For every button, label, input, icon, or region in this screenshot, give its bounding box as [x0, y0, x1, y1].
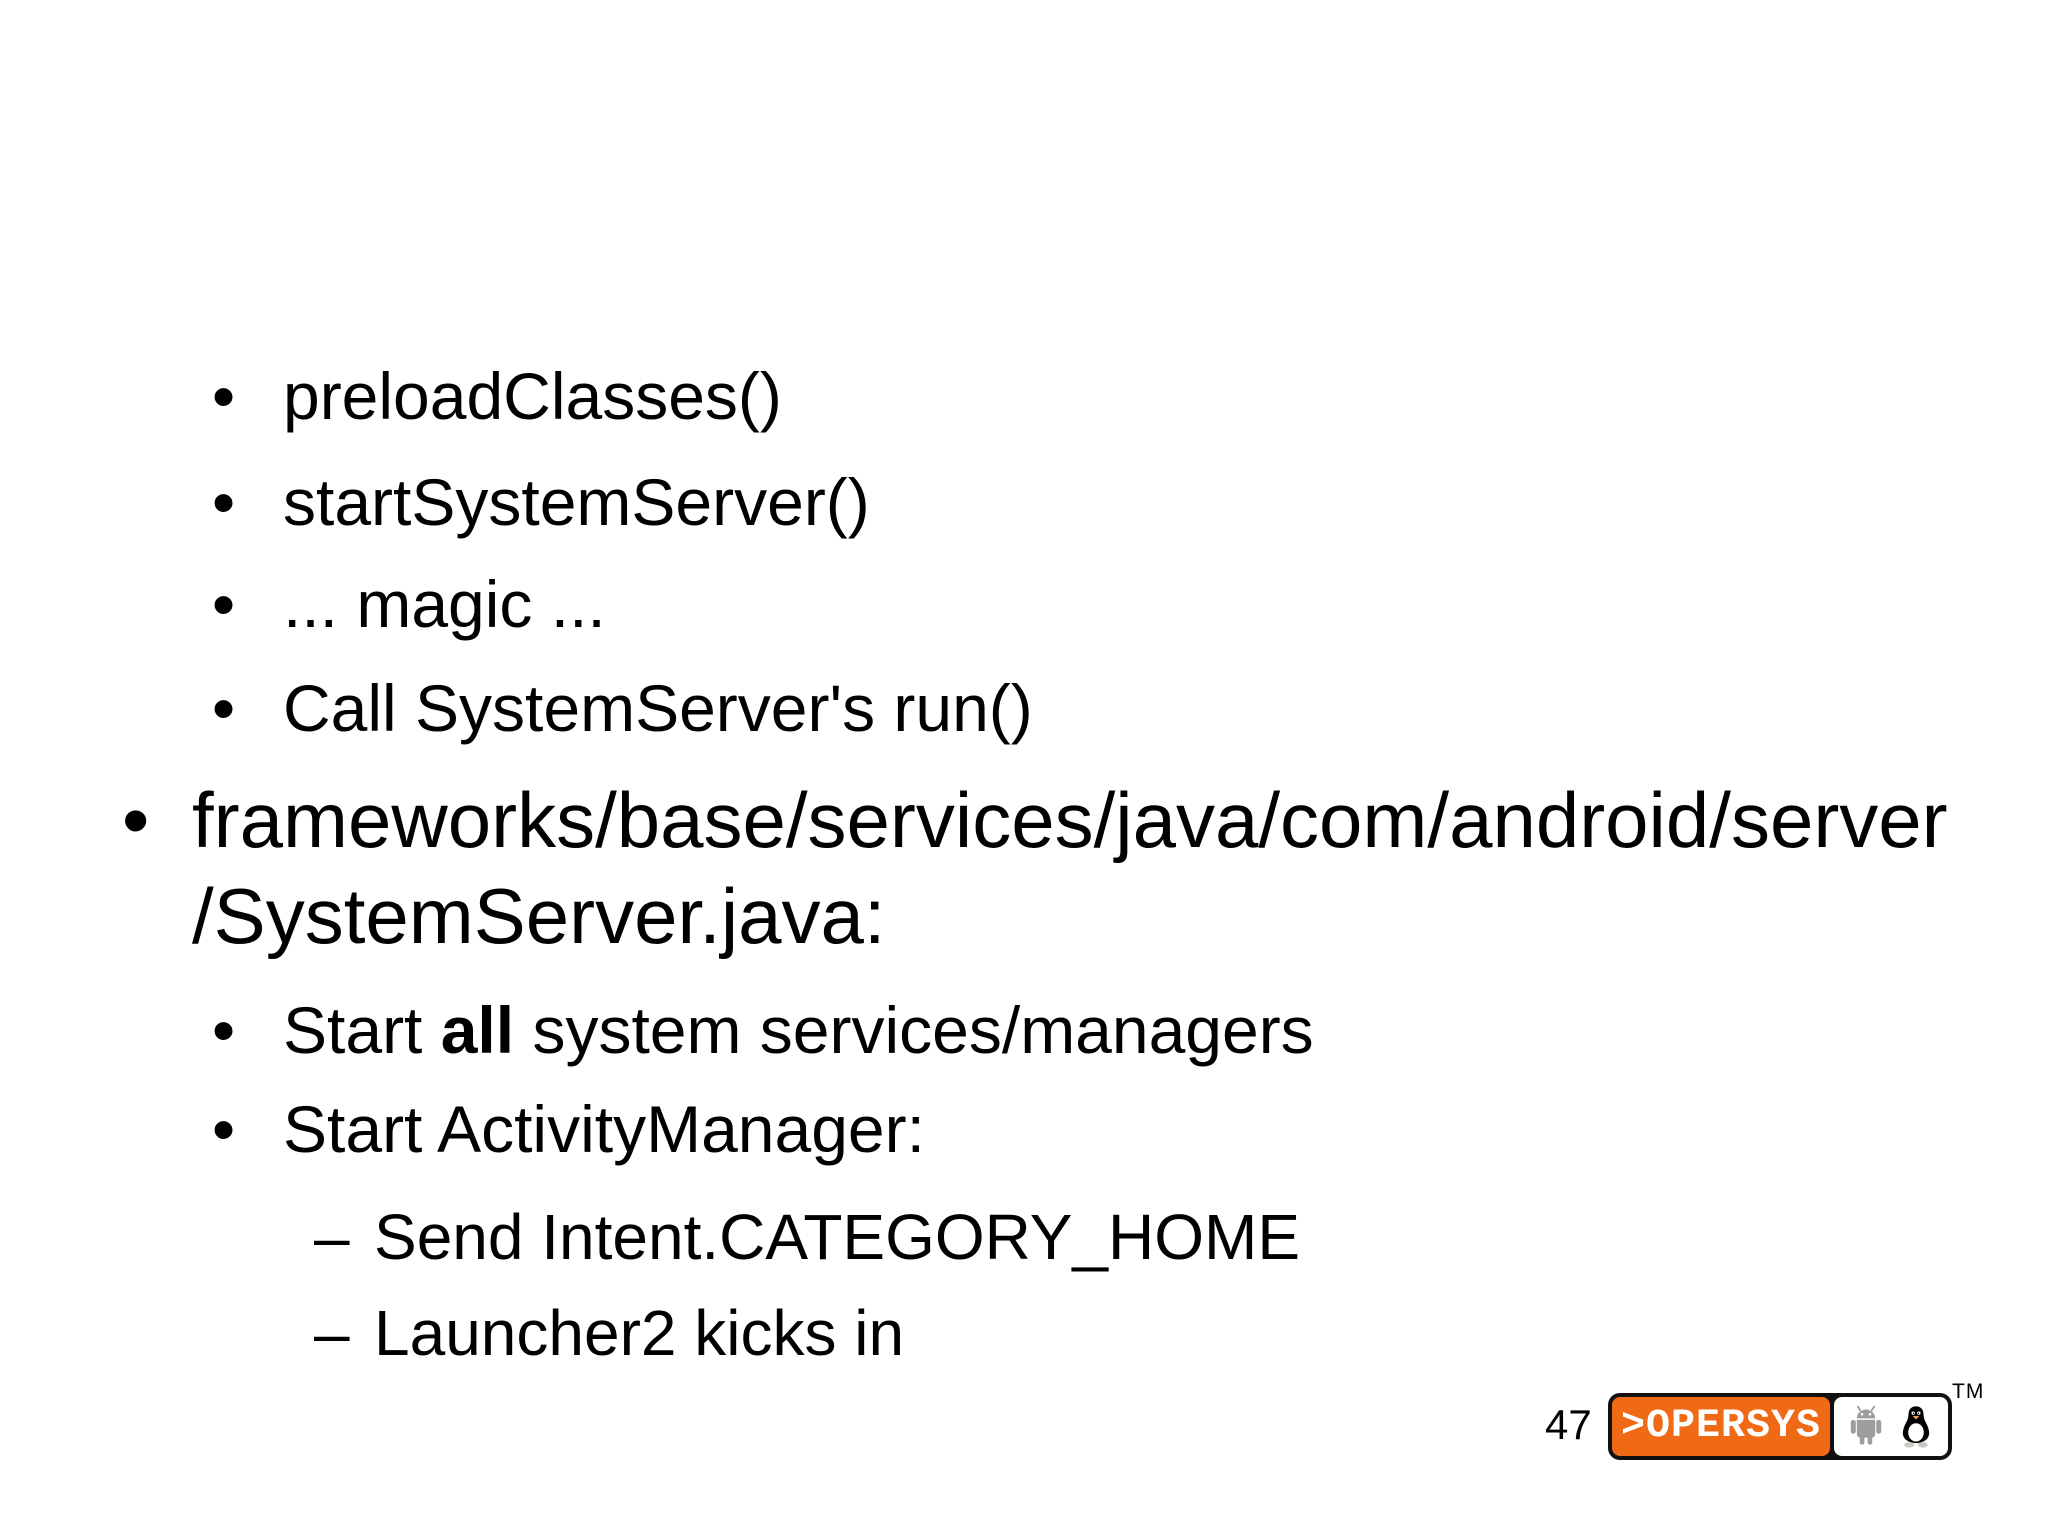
bullet-glyph: • [212, 1092, 236, 1166]
bullet-item-magic: • ... magic ... [212, 566, 606, 642]
path-text: frameworks/base/services/java/com/androi… [192, 772, 1948, 964]
dash-glyph: – [314, 1201, 350, 1273]
opersys-wordmark: >OPERSYS [1620, 1403, 1822, 1449]
text-prefix: Start [283, 993, 441, 1067]
dash-text: Launcher2 kicks in [374, 1297, 905, 1369]
bullet-text: preloadClasses() [283, 359, 782, 433]
bullet-glyph: • [212, 993, 236, 1067]
bullet-item-startsystemserver: • startSystemServer() [212, 464, 870, 540]
page-number: 47 [1545, 1401, 1592, 1448]
opersys-logo: >OPERSYS [1608, 1393, 1952, 1460]
bullet-glyph: • [122, 776, 150, 864]
dash-text: Send Intent.CATEGORY_HOME [374, 1201, 1300, 1273]
android-icon [1850, 1405, 1882, 1445]
bullet-glyph: • [212, 465, 236, 539]
bullet-glyph: • [212, 359, 236, 433]
bullet-text: Start all system services/managers [283, 992, 1314, 1068]
bullet-item-start-activitymanager: • Start ActivityManager: [212, 1091, 925, 1167]
bullet-text: Call SystemServer's run() [283, 671, 1033, 745]
path-line-1: frameworks/base/services/java/com/androi… [192, 776, 1948, 864]
tux-icon [1902, 1406, 1930, 1448]
bullet-glyph: • [212, 567, 236, 641]
trademark-label: TM [1952, 1380, 1985, 1403]
bullet-text: startSystemServer() [283, 465, 870, 539]
dash-item-send-intent: – Send Intent.CATEGORY_HOME [314, 1200, 1300, 1274]
bullet-glyph: • [212, 671, 236, 745]
path-line-2: /SystemServer.java: [192, 872, 886, 960]
bullet-item-start-all-services: • Start all system services/managers [212, 992, 1314, 1068]
logo-icons-panel [1834, 1397, 1948, 1456]
bullet-item-preloadclasses: • preloadClasses() [212, 358, 782, 434]
dash-glyph: – [314, 1297, 350, 1369]
bullet-text: Start ActivityManager: [283, 1092, 925, 1166]
text-bold-word: all [440, 993, 515, 1067]
bullet-text: ... magic ... [283, 567, 606, 641]
text-suffix: system services/managers [514, 993, 1314, 1067]
dash-item-launcher2: – Launcher2 kicks in [314, 1296, 904, 1370]
bullet-item-call-run: • Call SystemServer's run() [212, 670, 1033, 746]
bullet-item-systemserver-path: • frameworks/base/services/java/com/andr… [122, 772, 1948, 964]
opersys-wordmark-panel: >OPERSYS [1612, 1397, 1830, 1456]
